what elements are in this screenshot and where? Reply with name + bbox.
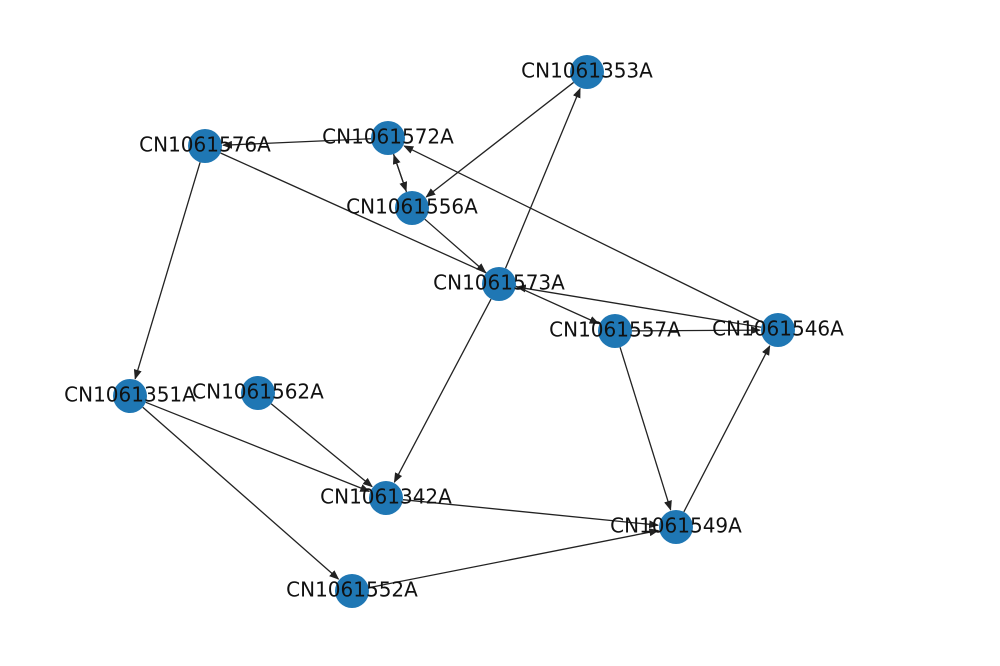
node-n552	[335, 574, 369, 608]
edge-n353-to-n556	[425, 81, 574, 198]
node-label-n557: CN1061557A	[549, 318, 681, 342]
node-n353	[570, 55, 604, 89]
node-n562	[241, 376, 275, 410]
node-n342	[369, 481, 403, 515]
node-n572	[371, 121, 405, 155]
node-label-n573: CN1061573A	[433, 271, 565, 295]
nodes-layer	[113, 55, 795, 608]
node-label-n342: CN1061342A	[320, 485, 452, 509]
edge-n342-to-n549	[402, 499, 660, 529]
node-label-n562: CN1061562A	[192, 380, 324, 404]
node-n557	[598, 314, 632, 348]
edge-n562-to-n342	[270, 403, 373, 488]
node-label-n576: CN1061576A	[139, 133, 271, 157]
node-label-n353: CN1061353A	[521, 59, 653, 83]
node-n549	[659, 510, 693, 544]
node-label-n572: CN1061572A	[322, 125, 454, 149]
edge-n556-to-n572	[392, 154, 408, 193]
node-n351	[113, 379, 147, 413]
edge-n557-to-n549	[619, 347, 672, 511]
node-n576	[188, 129, 222, 163]
edge-n351-to-n552	[142, 406, 340, 580]
edge-n557-to-n546	[631, 326, 762, 335]
node-label-n546: CN1061546A	[712, 317, 844, 341]
edge-n351-to-n342	[145, 401, 371, 492]
node-n573	[482, 267, 516, 301]
edge-n576-to-n351	[133, 162, 201, 380]
node-label-n556: CN1061556A	[346, 195, 478, 219]
edge-n546-to-n573	[515, 284, 762, 328]
edges-layer	[133, 81, 771, 589]
edge-n573-to-n342	[393, 298, 492, 483]
node-label-n351: CN1061351A	[64, 383, 196, 407]
edge-n546-to-n572	[403, 145, 764, 324]
node-n546	[761, 313, 795, 347]
node-label-n552: CN1061552A	[286, 578, 418, 602]
node-n556	[395, 191, 429, 225]
edge-n556-to-n573	[424, 218, 487, 273]
edge-n549-to-n546	[683, 345, 771, 513]
node-label-n549: CN1061549A	[610, 514, 742, 538]
edge-n573-to-n353	[504, 87, 581, 269]
edge-n572-to-n576	[221, 138, 372, 149]
labels-layer: CN1061353A CN1061576A CN1061572A CN1061556A…	[64, 59, 844, 602]
edge-n552-to-n549	[368, 528, 660, 589]
edge-n576-to-n557	[220, 152, 600, 325]
